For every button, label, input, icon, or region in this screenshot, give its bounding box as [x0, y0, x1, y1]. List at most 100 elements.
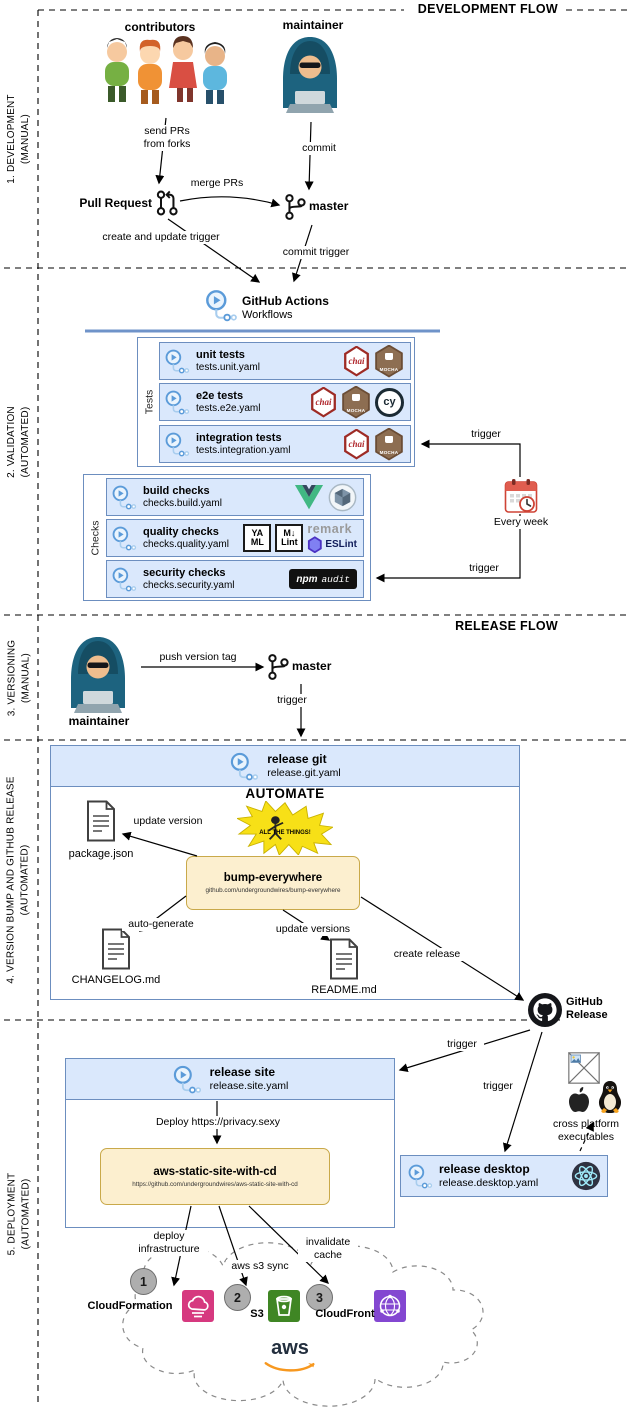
automate-meme: AUTOMATE ALL THE THINGS! [237, 786, 333, 858]
workflow-icon [172, 1064, 202, 1094]
workflow-icon [407, 1163, 433, 1189]
eslint-badge: ESLint [307, 536, 357, 554]
webpack-icon [328, 483, 357, 512]
workflow-row-quality-checks: quality checks checks.quality.yaml YA ML… [106, 519, 364, 557]
aws-static-site-url: https://github.com/undergroundwires/aws-… [132, 1180, 298, 1188]
workflow-icon [229, 751, 259, 781]
trigger-label: trigger [272, 694, 312, 708]
trigger-label: trigger [440, 1038, 484, 1052]
cross-platform-label: cross platform executables [553, 1118, 619, 1144]
meme-text-all-the-things: ALL THE THINGS! [259, 830, 311, 836]
every-week-label: Every week [488, 516, 554, 530]
workflow-row-build-checks: build checks checks.build.yaml [106, 478, 364, 516]
workflow-icon [111, 566, 137, 592]
electron-icon [571, 1161, 601, 1191]
markdownlint-icon: M↓ Lint [275, 524, 304, 552]
trigger-label: trigger [464, 428, 508, 442]
contributors-image [95, 34, 235, 116]
changelog-label: CHANGELOG.md [71, 974, 161, 986]
step-badge-2: 2 [224, 1284, 251, 1311]
calendar-icon [504, 478, 538, 514]
workflow-file: release.site.yaml [209, 1079, 289, 1092]
github-icon [528, 993, 562, 1027]
workflow-icon [164, 348, 190, 374]
eslint-icon [307, 536, 322, 554]
pull-request-icon [155, 188, 179, 218]
section-label-development: 1. DEVELOPMENT (MANUAL) [6, 94, 31, 184]
merge-prs-label: merge PRs [186, 177, 248, 191]
auto-generate-label: auto-generate [122, 918, 200, 932]
branch-icon [266, 652, 290, 682]
s3-icon [268, 1290, 300, 1322]
mocha-icon: MOCHA [374, 344, 404, 378]
send-prs-label: send PRs from forks [128, 125, 206, 152]
development-flow-title: DEVELOPMENT FLOW [404, 2, 562, 16]
workflow-icon [111, 484, 137, 510]
workflow-icon [164, 431, 190, 457]
section-label-versioning: 3. VERSIONING (MANUAL) [6, 639, 32, 716]
file-icon [85, 800, 117, 842]
release-git-header: release git release.git.yaml [50, 745, 520, 787]
package-json-label: package.json [68, 848, 134, 860]
windows-icon [568, 1052, 600, 1084]
deploy-url-label: Deploy https://privacy.sexy [140, 1116, 296, 1130]
workflow-title: e2e tests [196, 389, 244, 402]
maintainer-image [272, 32, 348, 120]
step-badge-1: 1 [130, 1268, 157, 1295]
github-actions-label: GitHub Actions [242, 294, 329, 308]
file-icon [328, 938, 360, 980]
workflow-file: tests.integration.yaml [196, 444, 291, 456]
chai-icon: chai [310, 386, 337, 418]
workflow-icon [111, 525, 137, 551]
workflow-file: release.desktop.yaml [439, 1176, 539, 1189]
maintainer-image [60, 634, 136, 718]
aws-static-site-box: aws-static-site-with-cd https://github.c… [100, 1148, 330, 1205]
bump-everywhere-box: bump-everywhere github.com/undergroundwi… [186, 856, 360, 910]
chai-icon: chai [343, 345, 370, 377]
update-version-label: update version [128, 815, 208, 829]
bump-everywhere-title: bump-everywhere [223, 872, 323, 884]
s3-label: S3 [250, 1308, 264, 1320]
apple-icon [567, 1086, 591, 1114]
mocha-icon: MOCHA [341, 385, 371, 419]
trigger-label: trigger [476, 1080, 520, 1094]
section-label-deployment: 5. DEPLOYMENT (AUTOMATED) [6, 1172, 31, 1255]
workflow-title: integration tests [196, 431, 282, 444]
release-site-header: release site release.site.yaml [65, 1058, 395, 1100]
workflow-row-unit-tests: unit tests tests.unit.yaml chai MOCHA [159, 342, 411, 380]
maintainer-label: maintainer [282, 18, 344, 32]
commit-trigger-label: commit trigger [275, 246, 357, 260]
linux-icon [596, 1080, 624, 1114]
contributors-label: contributors [124, 20, 196, 34]
workflow-row-e2e-tests: e2e tests tests.e2e.yaml chai MOCHA cy [159, 383, 411, 421]
invalidate-cache-label: invalidate cache [298, 1236, 358, 1263]
aws-s3-sync-label: aws s3 sync [226, 1260, 294, 1274]
workflow-title: unit tests [196, 348, 245, 361]
workflow-file: checks.build.yaml [143, 497, 222, 509]
workflow-icon [204, 288, 238, 322]
workflow-row-integration-tests: integration tests tests.integration.yaml… [159, 425, 411, 463]
meme-text-automate: AUTOMATE [245, 786, 325, 801]
workflow-file: release.git.yaml [267, 766, 341, 779]
workflow-title: release git [267, 752, 327, 767]
bump-everywhere-url: github.com/undergroundwires/bump-everywh… [205, 887, 341, 894]
push-version-tag-label: push version tag [150, 651, 246, 665]
workflow-file: tests.unit.yaml [196, 361, 260, 373]
checks-group-label: Checks [89, 519, 102, 556]
cloudfront-icon [374, 1290, 406, 1322]
workflow-title: release site [209, 1065, 275, 1080]
release-flow-title: RELEASE FLOW [447, 619, 562, 633]
workflow-title: release desktop [439, 1162, 530, 1177]
cloudformation-label: CloudFormation [87, 1300, 173, 1312]
cloudfront-label: CloudFront [315, 1308, 375, 1320]
deploy-infrastructure-label: deploy infrastructure [130, 1230, 208, 1257]
remark-icon: remark [307, 521, 353, 536]
workflows-label: Workflows [242, 309, 293, 321]
workflow-title: security checks [143, 566, 226, 579]
maintainer-label: maintainer [68, 714, 130, 728]
workflow-file: checks.quality.yaml [143, 538, 229, 550]
workflow-file: checks.security.yaml [143, 579, 235, 591]
commit-label: commit [296, 142, 342, 156]
